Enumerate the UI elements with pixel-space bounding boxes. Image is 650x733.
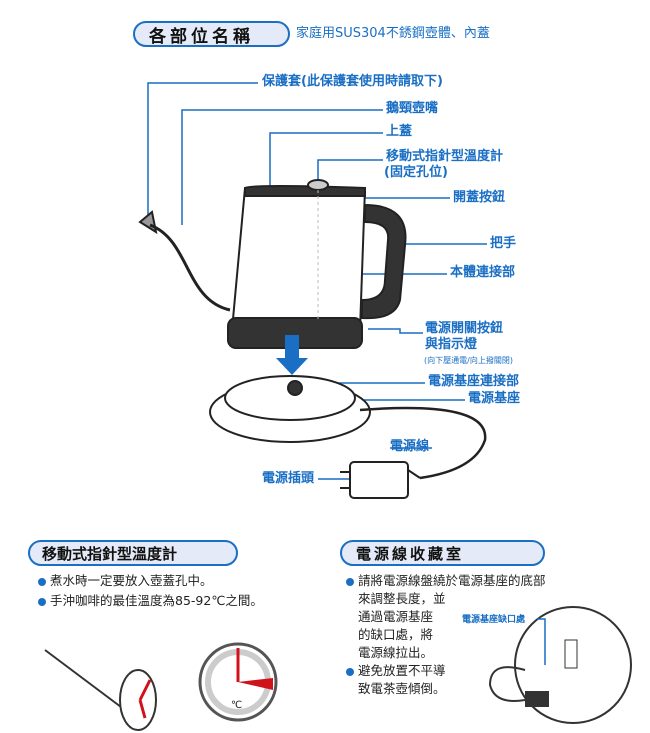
label-plug: 電源插頭 xyxy=(262,471,315,486)
thermometer-top xyxy=(307,179,329,191)
spout-cover xyxy=(138,210,158,235)
spout xyxy=(149,223,231,312)
label-notch: 電源基座缺口處 xyxy=(462,615,526,625)
label-cover: 保護套(此保護套使用時請取下) xyxy=(262,74,443,89)
label-thermometer: 移動式指針型溫度計 xyxy=(386,149,504,164)
label-cord: 電源線 xyxy=(390,439,430,454)
header-subtitle: 家庭用SUS304不銹鋼壺體、內蓋 xyxy=(296,26,490,41)
label-thermometer-note: (固定孔位) xyxy=(384,165,448,180)
label-base-connector: 電源基座連接部 xyxy=(428,374,520,389)
thermometer-probe xyxy=(44,649,157,731)
base-bottom-illustration xyxy=(488,606,632,724)
section-title-thermometer: 移動式指針型溫度計 xyxy=(28,540,238,566)
thermo-bullet-2: 手沖咖啡的最佳溫度為85-92℃之間。 xyxy=(38,592,263,610)
label-body-connector: 本體連接部 xyxy=(450,265,516,280)
leader-switch xyxy=(368,328,423,334)
kettle xyxy=(138,179,407,349)
thermo-title-text: 移動式指針型溫度計 xyxy=(42,544,178,563)
label-handle: 把手 xyxy=(490,236,517,251)
down-arrow-icon xyxy=(276,335,308,375)
kettle-body xyxy=(230,187,367,331)
section-title-cord-storage: 電源線收藏室 xyxy=(340,540,545,566)
leader-spout xyxy=(181,109,383,225)
cord-bullet-1: 請將電源線盤繞於電源基座的底部 來調整長度，並 通過電源基座 的缺口處，將 電源… xyxy=(346,572,546,698)
handle xyxy=(361,203,407,320)
label-switch-1: 電源開關按鈕 xyxy=(425,321,504,336)
cord-title-text: 電源線收藏室 xyxy=(356,544,465,563)
label-lid-button: 開蓋按鈕 xyxy=(453,190,506,205)
label-switch-2: 與指示燈 xyxy=(425,337,478,352)
thermo-bullet-1: 煮水時一定要放入壺蓋孔中。 xyxy=(38,572,213,590)
label-spout: 鵝頸壺嘴 xyxy=(386,101,439,116)
parts-title-text: 各部位名稱 xyxy=(149,26,254,47)
thermometer-dial xyxy=(198,642,278,722)
leader-thermometer xyxy=(317,159,383,183)
leader-cover xyxy=(147,82,258,222)
section-title-parts: 各部位名稱 xyxy=(133,21,290,47)
power-base xyxy=(209,375,487,499)
power-plug xyxy=(349,461,409,499)
power-cord xyxy=(359,406,487,480)
label-lid: 上蓋 xyxy=(386,124,413,139)
dial-unit: ℃ xyxy=(231,700,243,711)
label-switch-note: (向下壓通電/向上撥關閉) xyxy=(424,356,513,365)
leader-lid xyxy=(269,132,383,188)
label-base: 電源基座 xyxy=(468,391,521,406)
